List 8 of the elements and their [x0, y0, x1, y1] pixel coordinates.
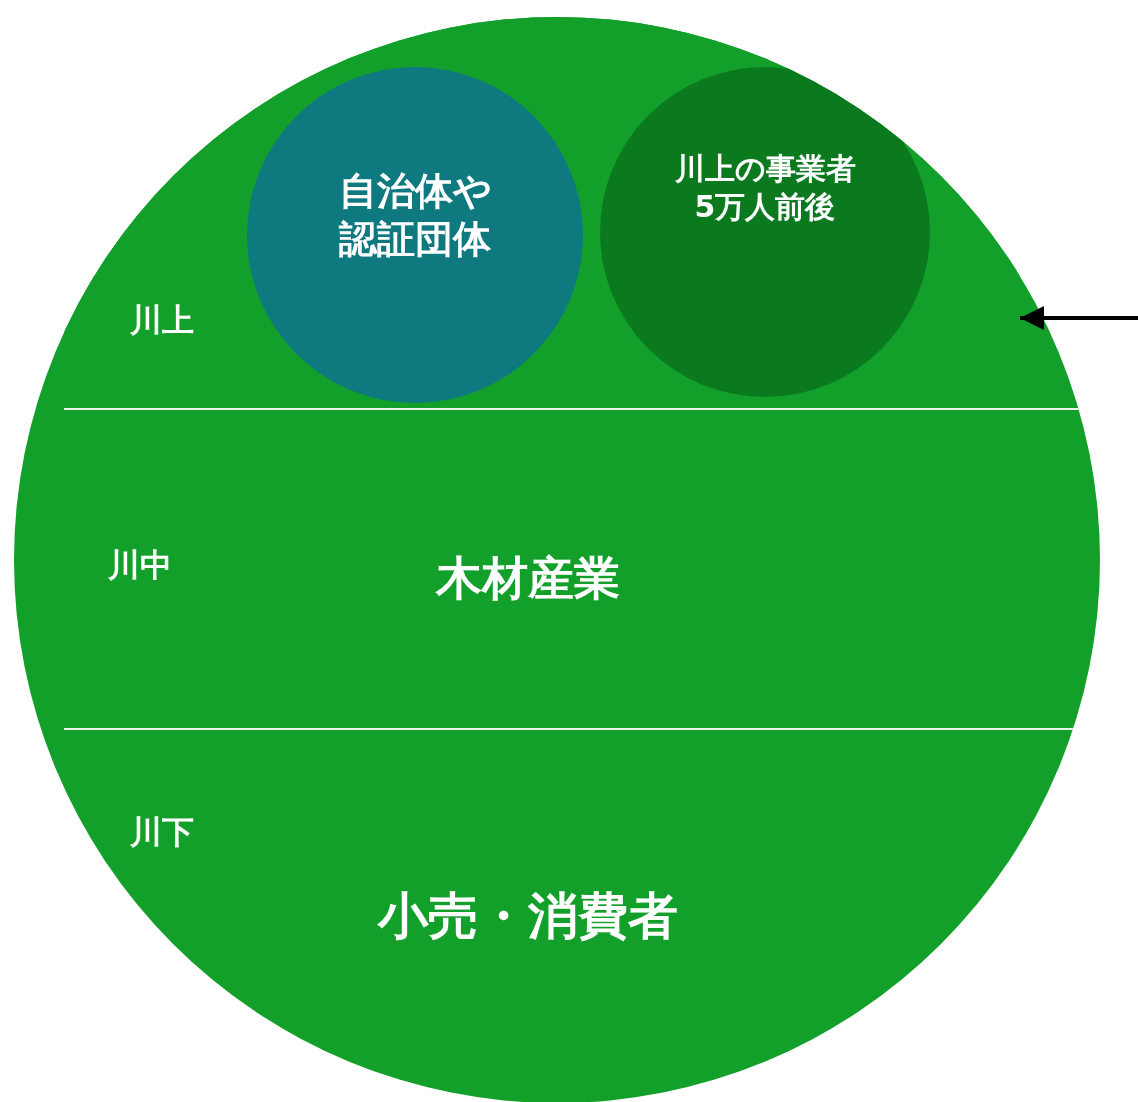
band-title: 小売・消費者: [378, 886, 678, 947]
circle-label: 川上の事業者5万人前後: [673, 149, 857, 225]
circle-label: 自治体や認証団体: [337, 167, 493, 262]
band-label: 川下: [130, 812, 194, 852]
band-label: 川中: [108, 545, 172, 585]
arrow: [1020, 306, 1138, 330]
band-title: 木材産業: [436, 550, 620, 607]
band-label: 川上: [130, 300, 194, 340]
